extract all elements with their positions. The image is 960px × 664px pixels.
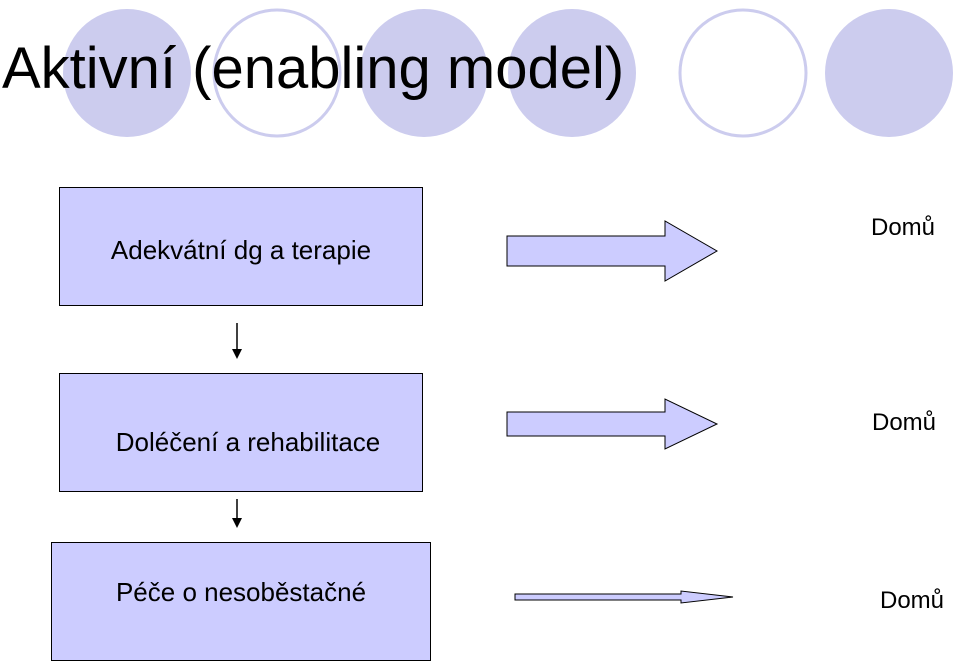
deco-circle-6 bbox=[825, 9, 953, 137]
step-box-rehabilitation: Doléčení a rehabilitace bbox=[59, 373, 423, 492]
deco-ring-2 bbox=[212, 8, 342, 138]
step-label: Doléčení a rehabilitace bbox=[115, 427, 381, 457]
outcome-label: Domů bbox=[872, 409, 937, 436]
deco-ring-5 bbox=[678, 8, 808, 138]
right-arrow-2 bbox=[506, 398, 719, 450]
deco-circle-3 bbox=[360, 9, 488, 137]
outcome-label: Domů bbox=[880, 587, 945, 614]
step-label: Péče o nesoběstačné bbox=[115, 577, 367, 607]
deco-circle-4 bbox=[508, 9, 636, 137]
right-arrow-1 bbox=[506, 220, 719, 282]
step-label: Adekvátní dg a terapie bbox=[110, 235, 372, 265]
slide-title: Aktivní (enabling model) bbox=[2, 36, 625, 101]
outcome-label: Domů bbox=[871, 214, 936, 241]
step-box-care: Péče o nesoběstačné bbox=[51, 542, 431, 661]
deco-circle-1 bbox=[63, 9, 191, 137]
step-box-diagnosis: Adekvátní dg a terapie bbox=[59, 187, 423, 306]
right-arrow-3 bbox=[514, 590, 734, 604]
